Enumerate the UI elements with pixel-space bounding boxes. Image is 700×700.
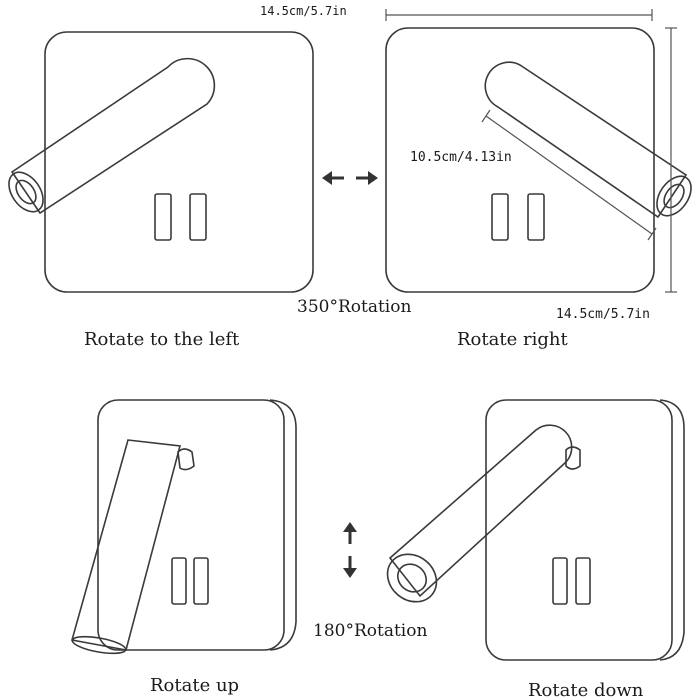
wall-plate: [44, 31, 314, 293]
usb-port: [189, 193, 207, 241]
lamp-arm: [386, 424, 581, 603]
rotate-up-label: Rotate up: [150, 675, 239, 696]
up-down-arrows-icon: [343, 522, 357, 578]
panel-rotate-left: [8, 31, 314, 293]
usb-port: [171, 557, 187, 605]
arm-length-dimension: [481, 109, 657, 241]
rotation-350-label: 350°Rotation: [297, 297, 411, 317]
lamp-arm: [70, 439, 195, 655]
arm-length-label: 10.5cm/4.13in: [410, 150, 512, 165]
panel-rotate-right: [385, 27, 692, 293]
wall-plate-edge: [269, 399, 297, 651]
wall-plate: [485, 399, 673, 661]
height-dimension-label: 14.5cm/5.7in: [556, 307, 650, 322]
wall-plate-edge: [659, 399, 685, 661]
usb-port: [575, 557, 591, 605]
rotate-left-label: Rotate to the left: [84, 329, 240, 350]
panel-rotate-up: [70, 399, 297, 655]
panel-rotate-down: [386, 399, 685, 661]
usb-port: [193, 557, 209, 605]
rotate-right-label: Rotate right: [457, 329, 568, 350]
lamp-arm: [484, 61, 692, 219]
width-dimension: [385, 9, 653, 21]
width-dimension-label: 14.5cm/5.7in: [260, 4, 347, 18]
usb-port: [552, 557, 568, 605]
usb-port: [527, 193, 545, 241]
usb-port: [154, 193, 172, 241]
wall-plate: [97, 399, 285, 651]
rotation-180-label: 180°Rotation: [313, 621, 427, 641]
rotate-down-label: Rotate down: [528, 680, 644, 700]
height-dimension: [665, 27, 677, 293]
left-right-arrows-icon: [322, 171, 378, 185]
usb-port: [491, 193, 509, 241]
wall-plate: [385, 27, 655, 293]
lamp-arm: [8, 57, 216, 215]
